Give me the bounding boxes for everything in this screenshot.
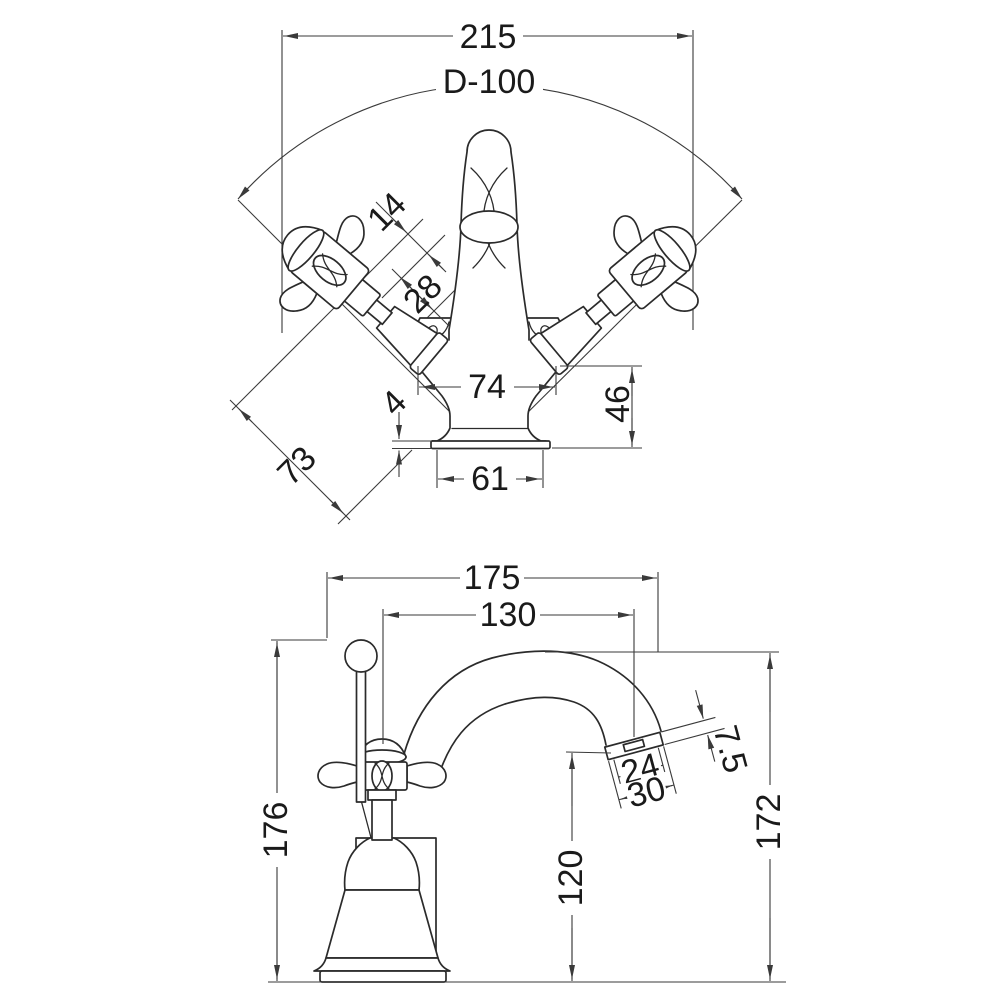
spout-outer-curve	[403, 650, 662, 755]
dim-handle-overall: 73	[229, 399, 351, 521]
dim-baseplate-thickness-label: 4	[374, 383, 414, 423]
dim-handle-width: 14	[360, 185, 447, 273]
aerator-group: 24 30 7.5	[603, 689, 755, 816]
dim-handle-spacing-label: 74	[468, 368, 506, 406]
dim-outlet-height: 120	[552, 751, 612, 981]
bell-cone	[325, 889, 439, 959]
handle-side	[317, 738, 447, 841]
dim-base-width-label: 61	[471, 460, 509, 498]
faucet-side	[313, 639, 662, 983]
dim-overall-width-label: 215	[460, 18, 517, 56]
dim-base-width: 61	[436, 450, 544, 498]
base-plate-front	[430, 440, 551, 450]
dim-baseplate-thickness: 4	[374, 383, 432, 477]
dim-side-overall-width: 175	[326, 559, 659, 652]
bell-flare	[313, 957, 451, 972]
dim-rod-height: 176	[257, 639, 327, 981]
dim-spout-swivel: D-100	[237, 63, 743, 200]
dim-side-overall-height: 172	[545, 651, 788, 981]
side-view: 24 30 7.5 175	[257, 559, 788, 983]
dim-spout-end-depth-label: 7.5	[706, 721, 755, 776]
dim-handle-spacing: 74	[417, 366, 557, 406]
spout-inner-curve	[435, 696, 607, 785]
dim-outlet-height-label: 120	[552, 850, 590, 907]
popup-knob	[344, 639, 378, 673]
dim-side-overall-height-label: 172	[750, 794, 788, 851]
dim-spout-swivel-label: D-100	[443, 63, 536, 101]
dim-handle-width-label: 14	[360, 185, 414, 239]
dim-body-height-label: 46	[599, 385, 637, 423]
front-view: 215 D-100 14 28 73	[229, 18, 743, 525]
dim-side-overall-width-label: 175	[464, 559, 521, 597]
dim-spout-reach-label: 130	[480, 596, 537, 634]
dim-body-height: 46	[552, 365, 642, 449]
aerator-insert	[622, 738, 646, 753]
base-plate-side	[319, 970, 447, 983]
dim-overall-width: 215	[283, 18, 692, 56]
spout-ring	[459, 210, 519, 244]
spout-fill	[404, 651, 661, 784]
dim-spout-reach: 130	[382, 596, 635, 744]
spout-column	[448, 129, 530, 341]
dim-handle-overall-label: 73	[270, 439, 324, 493]
popup-rod	[355, 669, 367, 803]
swivel-fan-lines	[237, 199, 743, 435]
dim-rod-height-label: 176	[257, 802, 295, 859]
